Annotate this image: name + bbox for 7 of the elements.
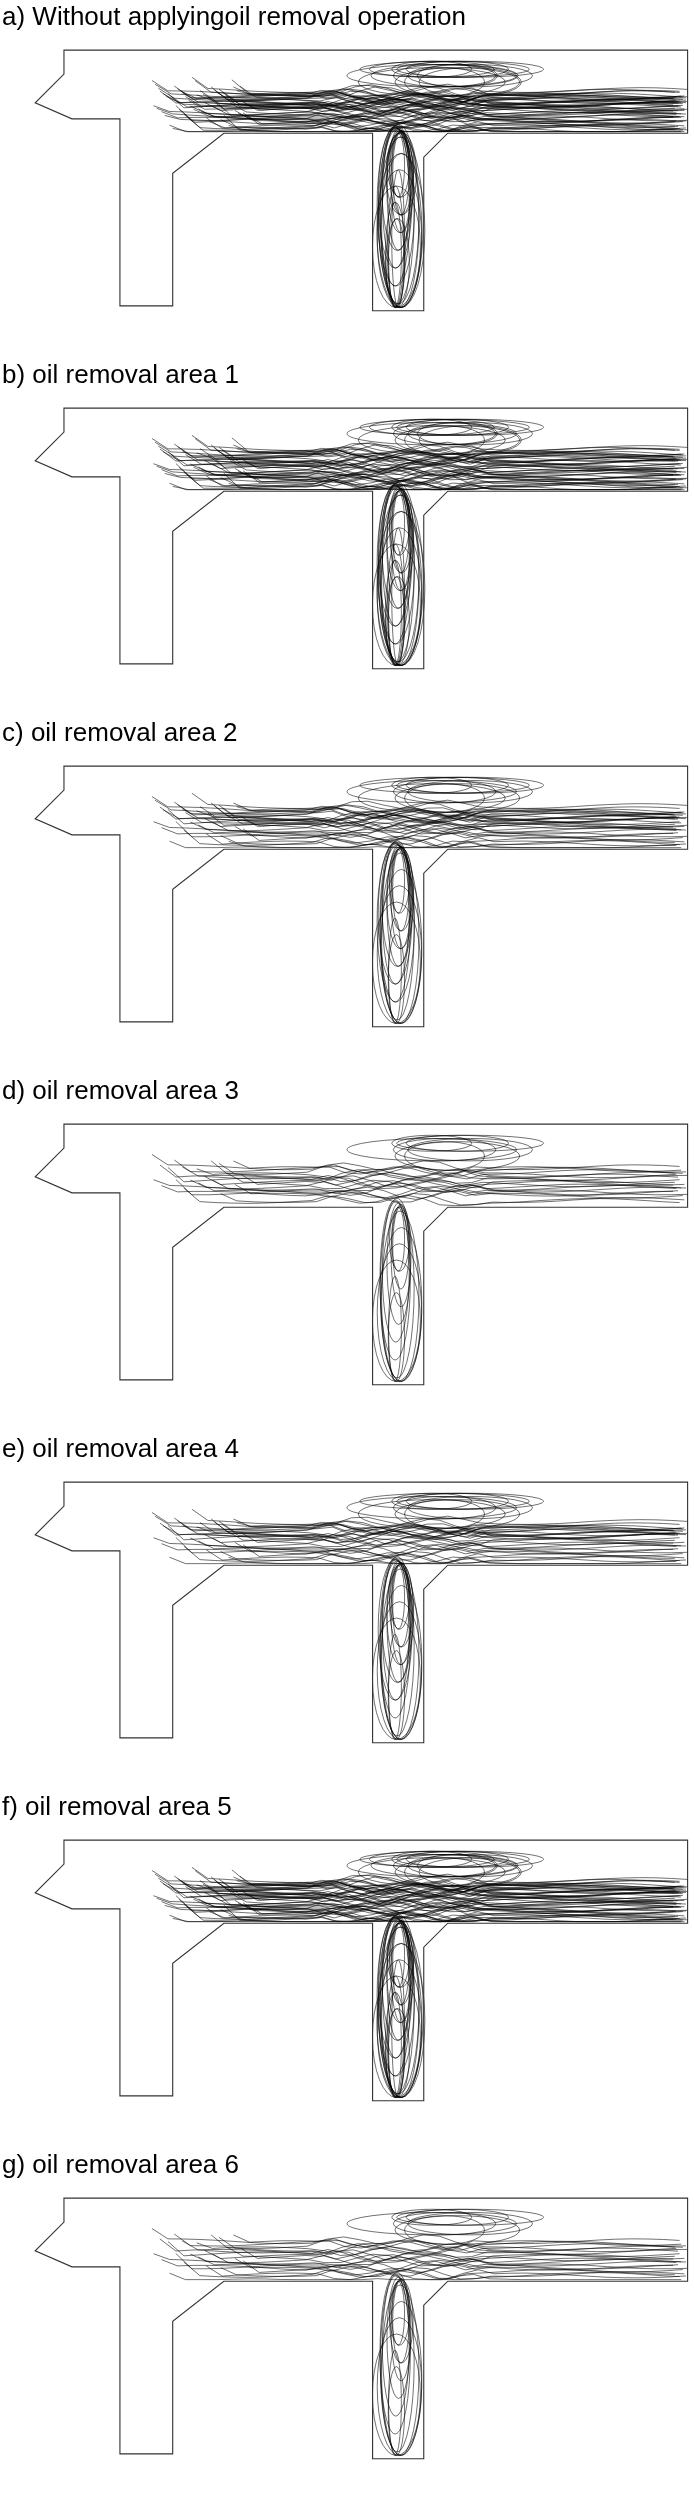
panel-title: g) oil removal area 6	[2, 2148, 239, 2180]
panel-title: e) oil removal area 4	[2, 1432, 239, 1464]
panel-title: d) oil removal area 3	[2, 1074, 239, 1106]
panel-title: a) Without applyingoil removal operation	[2, 0, 466, 32]
panel-title: b) oil removal area 1	[2, 358, 239, 390]
panel-title: f) oil removal area 5	[2, 1790, 232, 1822]
panel-title: c) oil removal area 2	[2, 716, 238, 748]
